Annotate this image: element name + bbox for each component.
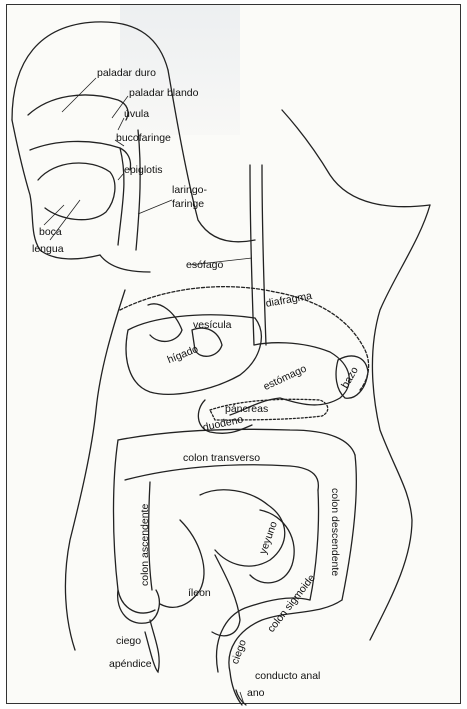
label-uvula: úvula <box>124 109 149 120</box>
label-pancreas: páncreas <box>225 404 268 415</box>
shoulder-right <box>282 110 430 207</box>
esophagus-right <box>262 165 266 345</box>
label-esofago: esófago <box>186 260 223 271</box>
label-conducto-anal: conducto anal <box>255 671 320 682</box>
arm-stump <box>148 304 182 342</box>
pharynx <box>118 148 124 245</box>
label-boca: boca <box>39 227 62 238</box>
label-vesicula: vesícula <box>193 320 232 331</box>
pharynx-back <box>136 130 140 250</box>
label-apendice: apéndice <box>109 659 152 670</box>
label-bucofaringe: bucofaringe <box>116 133 171 144</box>
palate <box>30 141 131 170</box>
label-epiglotis: epiglotis <box>124 165 163 176</box>
label-colon-descendente: colon descendente <box>330 488 341 576</box>
descending-colon-outer <box>342 455 356 600</box>
label-paladar-blando: paladar blando <box>129 88 198 99</box>
label-paladar-duro: paladar duro <box>97 68 156 79</box>
tongue <box>38 163 115 220</box>
label-colon-transverso: colon transverso <box>183 453 260 464</box>
label-laringofaringe-1: laringo- <box>172 185 207 196</box>
label-ano: ano <box>247 688 265 699</box>
torso-right <box>370 205 430 640</box>
neck-front <box>100 255 150 272</box>
diaphragm <box>120 287 369 390</box>
label-ileon: íleon <box>188 588 211 599</box>
label-colon-ascendente: colon ascendente <box>140 504 151 586</box>
transverse-colon-bottom <box>125 465 318 490</box>
label-lengua: lengua <box>32 244 64 255</box>
cecum <box>118 590 160 623</box>
torso-left <box>65 290 125 650</box>
leader-boca <box>44 205 64 225</box>
leader-laringofaringe <box>138 200 172 214</box>
label-laringofaringe-2: faringe <box>172 199 204 210</box>
face-profile <box>12 120 100 259</box>
label-ciego: ciego <box>116 636 141 647</box>
